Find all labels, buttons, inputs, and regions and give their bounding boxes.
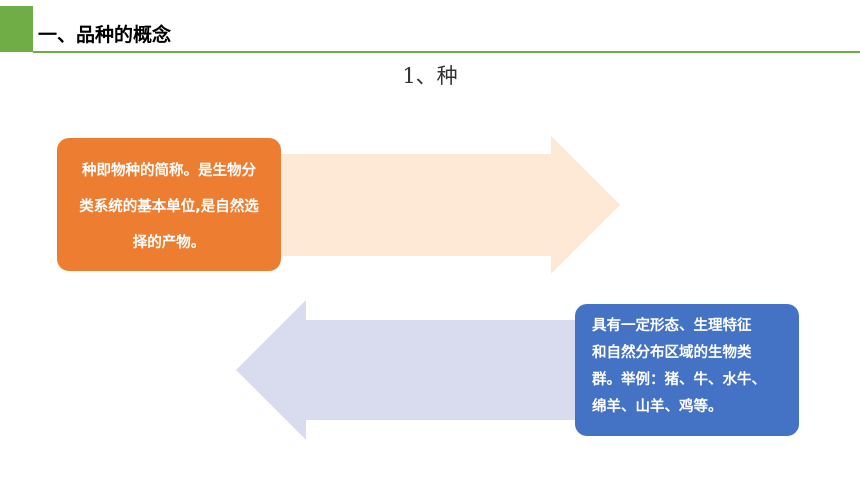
example-line: 绵羊、山羊、鸡等。 [592,399,723,415]
definition-line: 种即物种的简称。是生物分 [82,163,256,179]
right-arrow-shape [270,136,620,274]
example-line: 和自然分布区域的生物类 [592,345,752,361]
left-arrow-shape [236,300,592,440]
left-arrow-polygon [236,300,592,440]
header-underline [33,51,860,53]
sub-title: 1、种 [402,64,458,88]
species-definition-box: 种即物种的简称。是生物分 类系统的基本单位,是自然选 择的产物。 [57,138,281,271]
section-title: 一、品种的概念 [38,24,172,46]
example-line: 群。举例：猪、牛、水牛、 [592,372,766,388]
header-accent-bar [0,6,33,52]
example-line: 具有一定形态、生理特征 [592,318,752,334]
definition-line: 择的产物。 [132,235,206,251]
right-arrow-polygon [270,136,620,274]
species-example-box: 具有一定形态、生理特征 和自然分布区域的生物类 群。举例：猪、牛、水牛、 绵羊、… [575,304,799,436]
definition-line: 类系统的基本单位,是自然选 [79,199,259,215]
